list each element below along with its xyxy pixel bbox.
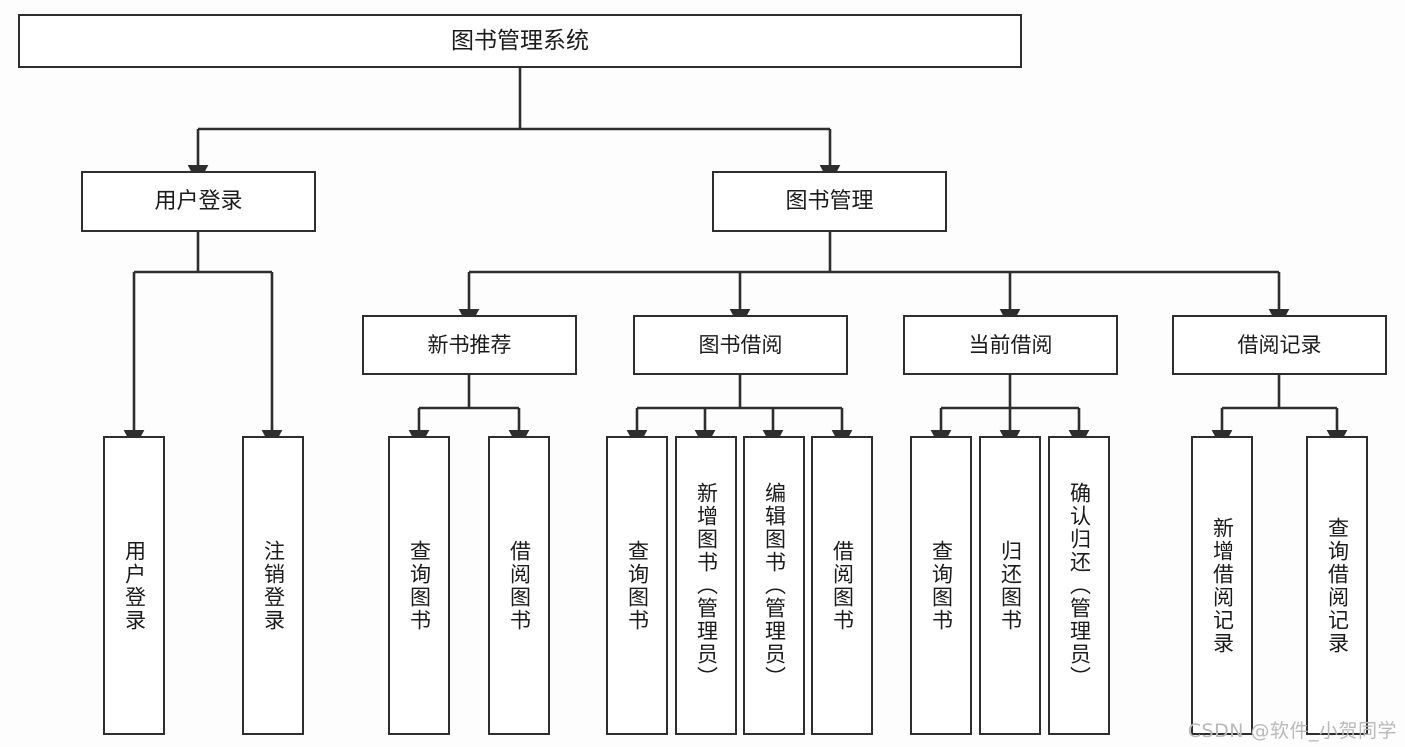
node-leaf-borrow-book-1[interactable]: 借阅图书 (488, 436, 550, 735)
leaf-label: 注销登录 (261, 539, 286, 632)
leaf-label: 查询图书 (929, 539, 954, 632)
node-root[interactable]: 图书管理系统 (18, 14, 1022, 68)
node-leaf-user-login[interactable]: 用户登录 (103, 436, 165, 735)
leaf-label: 编辑图书（管理员） (762, 482, 787, 689)
node-book-borrow[interactable]: 图书借阅 (633, 315, 848, 375)
node-book-manage[interactable]: 图书管理 (712, 171, 947, 232)
node-leaf-user-logout[interactable]: 注销登录 (242, 436, 304, 735)
node-new-book-rec[interactable]: 新书推荐 (362, 315, 577, 375)
leaf-label: 查询借阅记录 (1325, 516, 1350, 655)
leaf-label: 查询图书 (625, 539, 650, 632)
node-borrow-record[interactable]: 借阅记录 (1172, 315, 1387, 375)
node-user-login[interactable]: 用户登录 (81, 171, 316, 232)
node-leaf-query-book-3[interactable]: 查询图书 (910, 436, 972, 735)
node-leaf-borrow-book-2[interactable]: 借阅图书 (811, 436, 873, 735)
leaf-label: 归还图书 (998, 539, 1023, 632)
node-current-borrow[interactable]: 当前借阅 (903, 315, 1118, 375)
node-leaf-confirm-return[interactable]: 确认归还（管理员） (1048, 436, 1110, 735)
leaf-label: 新增借阅记录 (1210, 516, 1235, 655)
node-leaf-query-book-1[interactable]: 查询图书 (388, 436, 450, 735)
node-leaf-return-book[interactable]: 归还图书 (979, 436, 1041, 735)
leaf-label: 借阅图书 (507, 539, 532, 632)
node-leaf-query-record[interactable]: 查询借阅记录 (1306, 436, 1368, 735)
node-leaf-edit-book[interactable]: 编辑图书（管理员） (743, 436, 805, 735)
leaf-label: 确认归还（管理员） (1067, 482, 1092, 689)
node-leaf-query-book-2[interactable]: 查询图书 (606, 436, 668, 735)
watermark: CSDN @软件_小贺同学 (1187, 720, 1397, 742)
leaf-label: 借阅图书 (830, 539, 855, 632)
node-leaf-add-record[interactable]: 新增借阅记录 (1191, 436, 1253, 735)
leaf-label: 新增图书（管理员） (694, 482, 719, 689)
leaf-label: 查询图书 (407, 539, 432, 632)
node-leaf-add-book[interactable]: 新增图书（管理员） (675, 436, 737, 735)
leaf-label: 用户登录 (122, 539, 147, 632)
